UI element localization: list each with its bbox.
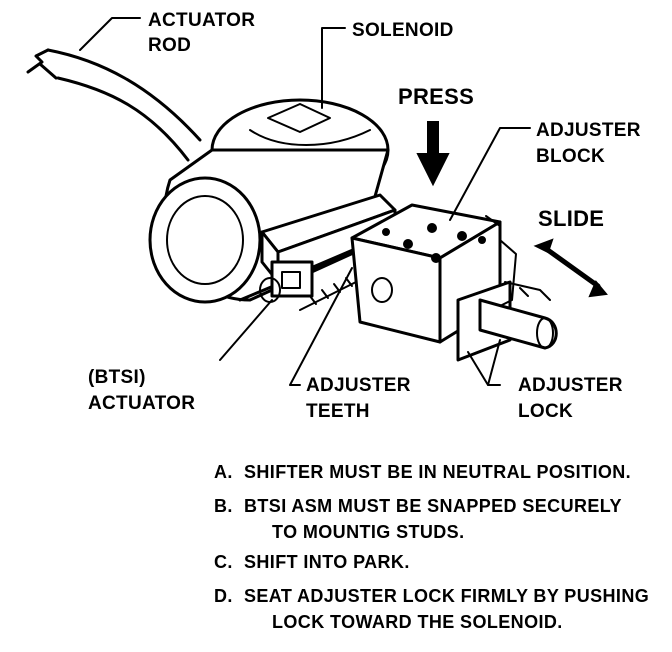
label-solenoid: SOLENOID — [352, 20, 454, 41]
label-slide: SLIDE — [538, 206, 604, 231]
leader-lines — [79, 17, 531, 386]
step-text-continued: TO MOUNTIG STUDS. — [272, 522, 465, 542]
label-adjuster-teeth-line1: ADJUSTER — [306, 375, 411, 396]
label-adjuster-teeth-line2: TEETH — [306, 401, 370, 422]
step-text: BTSI ASM MUST BE SNAPPED SECURELY — [244, 496, 622, 516]
step-text-continued: LOCK TOWARD THE SOLENOID. — [272, 612, 563, 632]
label-press: PRESS — [398, 84, 474, 109]
step-text: SHIFTER MUST BE IN NEUTRAL POSITION. — [244, 462, 632, 482]
step-key: B. — [214, 496, 233, 516]
step-key: D. — [214, 586, 233, 606]
btsi-assembly-diagram: ACTUATOR ROD SOLENOID PRESS ADJUSTER BLO… — [26, 10, 641, 422]
label-adjuster-block-line2: BLOCK — [536, 146, 605, 167]
press-arrow — [416, 121, 450, 187]
step-key: C. — [214, 552, 233, 572]
slide-arrow — [533, 238, 608, 298]
label-actuator-rod-line1: ACTUATOR — [148, 10, 255, 31]
label-btsi-actuator-line2: ACTUATOR — [88, 393, 195, 414]
adjuster-teeth — [299, 277, 361, 311]
step-text: SHIFT INTO PARK. — [244, 552, 410, 572]
label-adjuster-block-line1: ADJUSTER — [536, 120, 641, 141]
label-actuator-rod-line2: ROD — [148, 35, 191, 56]
actuator-rod-cable — [26, 48, 202, 162]
adjuster-lock — [456, 215, 558, 362]
label-adjuster-lock-line2: LOCK — [518, 401, 573, 422]
label-adjuster-lock-line1: ADJUSTER — [518, 375, 623, 396]
label-btsi-actuator-line1: (BTSI) — [88, 367, 146, 388]
step-key: A. — [214, 462, 233, 482]
btsi-actuator-bracket — [259, 193, 397, 303]
step-text: SEAT ADJUSTER LOCK FIRMLY BY PUSHING — [244, 586, 650, 606]
